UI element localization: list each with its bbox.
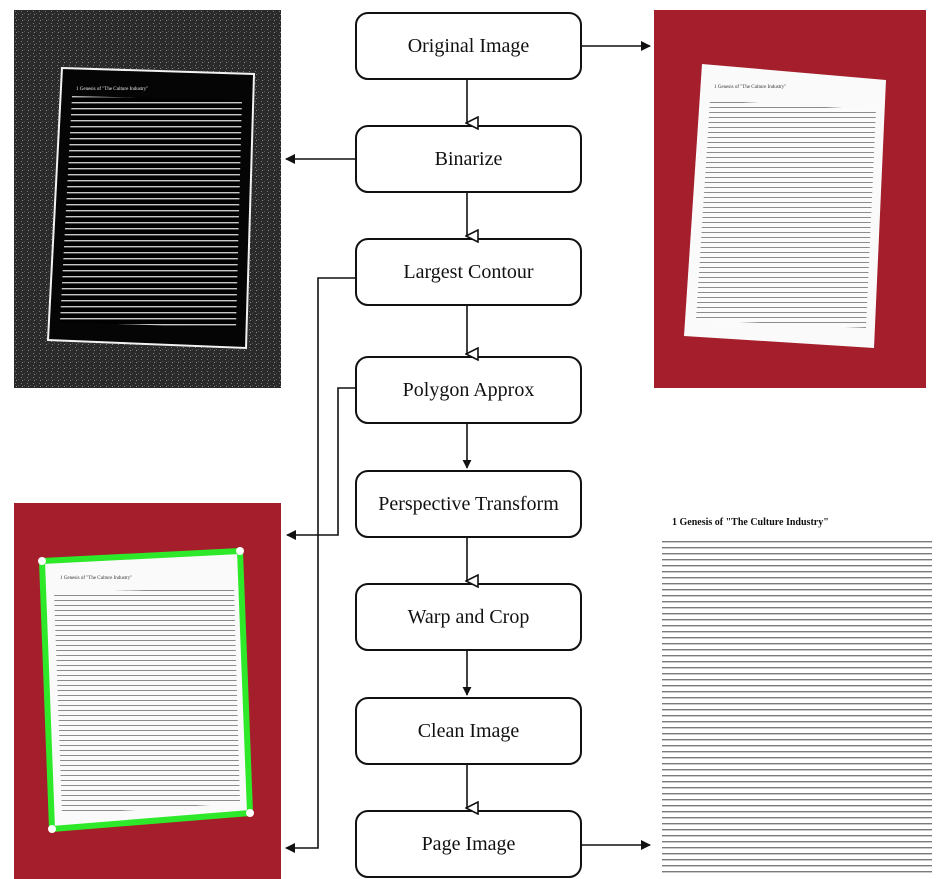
binarized-image: 1 Genesis of "The Culture Industry"	[14, 10, 281, 388]
step-label: Largest Contour	[403, 260, 534, 283]
corner-point	[246, 809, 254, 817]
contour-image: 1 Genesis of "The Culture Industry"	[14, 503, 281, 879]
step-label: Original Image	[407, 34, 530, 57]
original-photo: 1 Genesis of "The Culture Industry"	[654, 10, 926, 388]
step-binarize: Binarize	[355, 125, 582, 193]
step-page-image: Page Image	[355, 810, 582, 878]
final-page-graphic: 1 Genesis of "The Culture Industry"	[654, 497, 937, 879]
step-original-image: Original Image	[355, 12, 582, 80]
step-label: Warp and Crop	[407, 605, 530, 628]
step-warp-and-crop: Warp and Crop	[355, 583, 582, 651]
step-largest-contour: Largest Contour	[355, 238, 582, 306]
step-clean-image: Clean Image	[355, 697, 582, 765]
original-photo-graphic: 1 Genesis of "The Culture Industry"	[654, 10, 926, 388]
arrow-largest-contour-to-image	[285, 277, 355, 853]
corner-point	[48, 825, 56, 833]
step-perspective-transform: Perspective Transform	[355, 470, 582, 538]
binary-section-heading: 1 Genesis of "The Culture Industry"	[76, 87, 148, 92]
arrow-polygon-approx-to-image	[286, 387, 355, 540]
contour-image-graphic: 1 Genesis of "The Culture Industry"	[14, 503, 281, 879]
final-page-image: 1 Genesis of "The Culture Industry"	[654, 497, 937, 879]
original-section-heading: 1 Genesis of "The Culture Industry"	[714, 85, 786, 90]
corner-point	[236, 547, 244, 555]
step-label: Perspective Transform	[378, 492, 559, 515]
step-label: Page Image	[421, 832, 516, 855]
step-label: Binarize	[434, 147, 503, 170]
contour-section-heading: 1 Genesis of "The Culture Industry"	[60, 576, 132, 581]
step-label: Polygon Approx	[402, 378, 535, 401]
binarized-image-graphic: 1 Genesis of "The Culture Industry"	[14, 10, 281, 388]
corner-point	[38, 557, 46, 565]
final-section-heading: 1 Genesis of "The Culture Industry"	[672, 517, 829, 528]
step-label: Clean Image	[417, 719, 520, 742]
